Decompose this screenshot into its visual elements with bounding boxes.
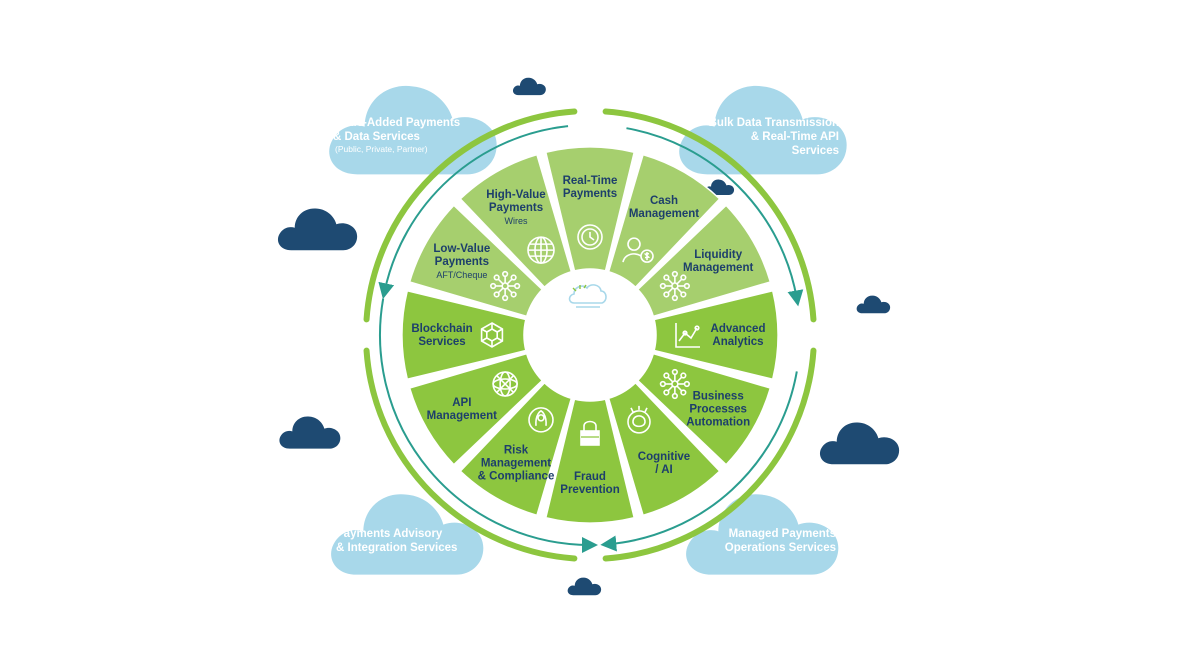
cloud-title-line: Operations Services bbox=[725, 542, 836, 554]
segment-title-line: Low-Value bbox=[433, 243, 490, 255]
shield-icon bbox=[528, 407, 554, 433]
segment-title-line: Management bbox=[683, 262, 753, 274]
segment-title-line: Payments bbox=[489, 202, 543, 214]
services-wheel: Real-TimePaymentsCashManagementLiquidity… bbox=[401, 146, 779, 524]
cloud-title-line: Payments Advisory bbox=[336, 528, 443, 540]
cloud-advisory: Payments Advisory & Integration Services bbox=[331, 494, 484, 575]
segment-shape bbox=[653, 290, 779, 380]
dark-cloud-icon bbox=[277, 208, 358, 251]
segment-title-line: Management bbox=[629, 208, 699, 220]
outer-ring-arc bbox=[363, 347, 578, 562]
segment-shape bbox=[401, 290, 527, 380]
line-chart-icon bbox=[675, 323, 700, 348]
segment-title-line: Management bbox=[481, 458, 551, 470]
network-icon bbox=[490, 270, 521, 302]
cognitive-icon bbox=[627, 405, 651, 434]
center-cloud-icon bbox=[568, 284, 607, 308]
dark-cloud-icon bbox=[567, 577, 602, 596]
segment-title-line: Fraud bbox=[574, 471, 606, 483]
person-dollar-icon bbox=[622, 237, 654, 263]
segment-title-line: & Compliance bbox=[478, 471, 555, 483]
cloud-title-line: Bulk Data Transmission bbox=[709, 117, 839, 129]
dark-cloud-icon bbox=[819, 422, 900, 465]
cloud-value-added: Value-Added Payments & Data Services(Publ… bbox=[329, 85, 497, 175]
segment-title-line: Processes bbox=[689, 404, 747, 416]
lock-icon bbox=[580, 420, 600, 446]
cloud-title-line: & Data Services bbox=[333, 131, 420, 143]
flow-arrow bbox=[378, 125, 569, 300]
outer-ring-arc bbox=[602, 108, 817, 323]
segment-title-line: High-Value bbox=[486, 189, 545, 201]
segment-title-line: Business bbox=[693, 391, 744, 403]
segment-title-line: Real-Time bbox=[563, 175, 618, 187]
segment-title-line: / AI bbox=[655, 464, 672, 476]
segment-title-line: API bbox=[452, 397, 471, 409]
segment-title-line: Automation bbox=[686, 417, 750, 429]
flow-arrow bbox=[600, 371, 798, 552]
cloud-bulk-data: Bulk Data Transmission & Real-Time API Ser… bbox=[679, 85, 847, 175]
outer-ring-arc bbox=[602, 347, 817, 562]
cloud-title-line: Services bbox=[792, 145, 839, 157]
segment-shape bbox=[637, 352, 772, 466]
mesh-icon bbox=[492, 371, 518, 397]
segment-title-line: Risk bbox=[504, 445, 529, 457]
segment-shape bbox=[408, 204, 543, 318]
segment-shape bbox=[459, 153, 573, 288]
outer-ring-arc bbox=[363, 108, 578, 323]
segment-title-line: Cognitive bbox=[638, 451, 690, 463]
segment-title-line: Advanced bbox=[711, 323, 766, 335]
segment-title-line: Services bbox=[418, 336, 465, 348]
dark-cloud-icon bbox=[856, 295, 891, 314]
outer-rings bbox=[363, 108, 817, 562]
segment-title-line: Prevention bbox=[560, 484, 619, 496]
flow-arrow bbox=[626, 127, 804, 307]
dark-cloud-icon bbox=[512, 77, 546, 96]
cloud-subtitle: (Public, Private, Partner) bbox=[335, 144, 428, 154]
clock-icon bbox=[577, 224, 603, 250]
segment-shape bbox=[545, 146, 635, 272]
segment-subtitle: AFT/Cheque bbox=[436, 270, 487, 280]
corner-clouds: Value-Added Payments & Data Services(Publ… bbox=[329, 85, 847, 575]
segment-cognitive-ai: Cognitive/ AI bbox=[607, 382, 721, 517]
blockchain-icon bbox=[480, 322, 504, 348]
segment-title-line: Liquidity bbox=[694, 249, 743, 261]
cloud-title-line: & Real-Time API bbox=[751, 131, 839, 143]
network-icon bbox=[659, 270, 690, 302]
cloud-title-line: Value-Added Payments bbox=[333, 117, 460, 129]
segment-title-line: Management bbox=[427, 410, 497, 422]
segment-shape bbox=[637, 204, 772, 318]
flow-arrow bbox=[379, 298, 598, 553]
segment-title-line: Payments bbox=[435, 256, 489, 268]
globe-icon bbox=[527, 236, 555, 264]
segment-shape bbox=[545, 398, 635, 524]
segment-title-line: Payments bbox=[563, 188, 617, 200]
process-network-icon bbox=[659, 368, 690, 400]
segment-title-line: Blockchain bbox=[411, 323, 472, 335]
dark-cloud-icon bbox=[279, 416, 341, 449]
segment-title-line: Cash bbox=[650, 195, 678, 207]
cloud-title-line: & Integration Services bbox=[336, 542, 457, 554]
segment-shape bbox=[408, 352, 543, 466]
segment-title-line: Analytics bbox=[712, 336, 763, 348]
segment-subtitle: Wires bbox=[505, 216, 528, 226]
cloud-title-line: Managed Payments bbox=[729, 528, 836, 540]
